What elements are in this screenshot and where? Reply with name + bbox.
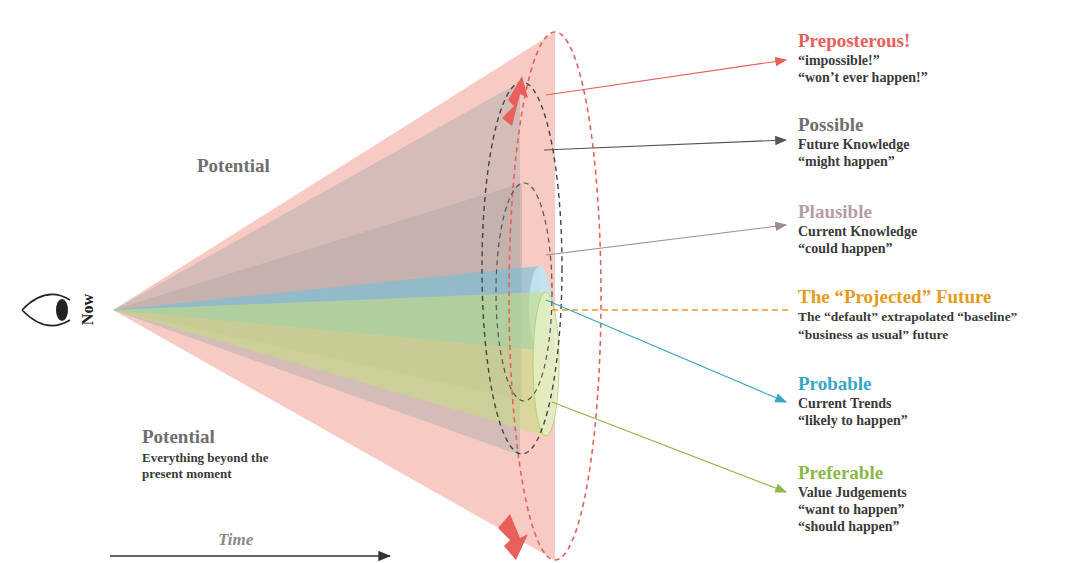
category-note: “impossible!” bbox=[798, 53, 880, 70]
category-title: Preposterous! bbox=[798, 30, 910, 53]
category-title: Preferable bbox=[798, 462, 883, 485]
axis-label: Time bbox=[218, 530, 253, 550]
category-note: “won’t ever happen!” bbox=[798, 70, 928, 87]
category-note: “want to happen” bbox=[798, 502, 905, 519]
category-note: “could happen” bbox=[798, 241, 893, 258]
category-note: The “default” extrapolated “baseline” bbox=[798, 309, 1060, 325]
category-note: “should happen” bbox=[798, 519, 900, 536]
category-title: Possible bbox=[798, 114, 863, 137]
category-note: Future Knowledge bbox=[798, 137, 909, 154]
category-title: The “Projected” Future bbox=[798, 286, 991, 309]
now-label: Now bbox=[78, 294, 97, 325]
category-note: “business as usual” future bbox=[798, 327, 1060, 343]
category-note: Value Judgements bbox=[798, 485, 907, 502]
region-label: Potential bbox=[197, 155, 270, 178]
category-note: “might happen” bbox=[798, 154, 895, 171]
category-note: Current Knowledge bbox=[798, 224, 917, 241]
category-note: “likely to happen” bbox=[798, 413, 908, 430]
category-note: Current Trends bbox=[798, 396, 891, 413]
category-title: Plausible bbox=[798, 201, 872, 224]
region-note: Everything beyond the present moment bbox=[142, 450, 292, 481]
region-label: Potential bbox=[142, 426, 215, 449]
category-title: Probable bbox=[798, 373, 872, 396]
